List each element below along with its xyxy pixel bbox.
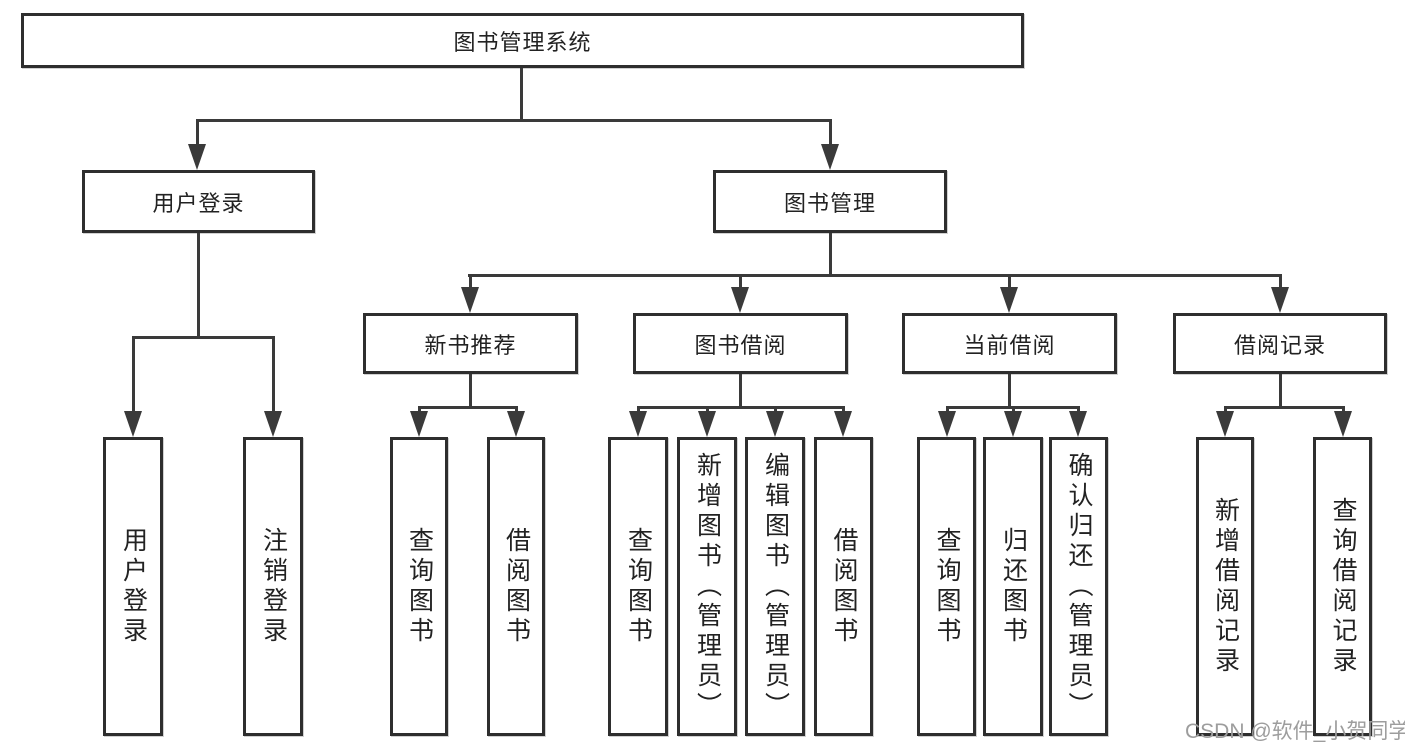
connector-borrow-records-rail xyxy=(1224,406,1344,409)
leaf-borrow-edit-admin: 编辑图书（管理员） xyxy=(745,437,805,736)
arrowhead-bb-add xyxy=(698,411,716,437)
arrowhead-bb-edit xyxy=(766,411,784,437)
connector-drop-leaf-logout xyxy=(272,336,275,416)
leaf-current-query-label: 查询图书 xyxy=(933,526,961,647)
leaf-logout-label: 注销登录 xyxy=(259,526,288,647)
leaf-borrow-borrow-label: 借阅图书 xyxy=(830,526,858,647)
leaf-borrow-borrow: 借阅图书 xyxy=(814,437,873,736)
arrowhead-new-books xyxy=(461,287,479,313)
connector-user-login-stem xyxy=(197,233,200,339)
arrowhead-leaf-logout xyxy=(264,411,282,437)
arrowhead-nb-query xyxy=(410,411,428,437)
leaf-borrow-edit-admin-label: 编辑图书（管理员） xyxy=(761,451,790,722)
arrowhead-bb-borrow xyxy=(834,411,852,437)
leaf-newbooks-query-label: 查询图书 xyxy=(405,526,434,647)
arrowhead-cb-return xyxy=(1004,411,1022,437)
leaf-newbooks-borrow-label: 借阅图书 xyxy=(502,526,531,647)
node-library-system: 图书管理系统 xyxy=(21,13,1024,68)
connector-drop-book-mgmt xyxy=(829,119,832,149)
csdn-watermark: CSDN @软件_小贺同学 xyxy=(1185,720,1405,743)
node-new-books-label: 新书推荐 xyxy=(424,332,517,358)
node-borrow-records: 借阅记录 xyxy=(1173,313,1387,374)
arrowhead-cb-confirm xyxy=(1069,411,1087,437)
connector-book-borrow-stem xyxy=(739,374,742,408)
arrowhead-br-add xyxy=(1216,411,1234,437)
connector-drop-borrow-records xyxy=(1279,274,1282,292)
connector-drop-leaf-login xyxy=(132,336,135,416)
connector-drop-new-books xyxy=(469,274,472,292)
connector-book-borrow-rail xyxy=(637,406,845,409)
leaf-user-login: 用户登录 xyxy=(103,437,163,736)
leaf-newbooks-query: 查询图书 xyxy=(390,437,448,736)
leaf-records-query: 查询借阅记录 xyxy=(1313,437,1372,736)
connector-borrow-records-stem xyxy=(1279,374,1282,408)
arrowhead-nb-borrow xyxy=(507,411,525,437)
connector-book-mgmt-stem xyxy=(829,233,832,277)
leaf-user-login-label: 用户登录 xyxy=(119,526,148,647)
connector-user-login-rail xyxy=(132,336,275,339)
connector-drop-current-borrow xyxy=(1008,274,1011,292)
leaf-records-query-label: 查询借阅记录 xyxy=(1329,496,1357,677)
leaf-borrow-add-admin-label: 新增图书（管理员） xyxy=(693,451,722,722)
node-book-mgmt-label: 图书管理 xyxy=(783,190,876,216)
connector-drop-book-borrow xyxy=(739,274,742,292)
leaf-current-confirm-admin: 确认归还（管理员） xyxy=(1049,437,1108,736)
arrowhead-leaf-login xyxy=(124,411,142,437)
leaf-records-add: 新增借阅记录 xyxy=(1196,437,1254,736)
arrowhead-book-borrow xyxy=(731,287,749,313)
connector-new-books-rail xyxy=(418,406,518,409)
leaf-borrow-add-admin: 新增图书（管理员） xyxy=(677,437,737,736)
arrowhead-borrow-records xyxy=(1271,287,1289,313)
arrowhead-user-login xyxy=(188,144,206,170)
node-book-mgmt: 图书管理 xyxy=(713,170,947,233)
arrowhead-cb-query xyxy=(938,411,956,437)
leaf-current-return-label: 归还图书 xyxy=(999,526,1028,647)
arrowhead-current-borrow xyxy=(1000,287,1018,313)
node-book-borrow-label: 图书借阅 xyxy=(694,332,787,358)
node-current-borrow: 当前借阅 xyxy=(902,313,1117,374)
connector-book-mgmt-rail xyxy=(468,274,1282,277)
leaf-borrow-query-label: 查询图书 xyxy=(624,526,653,647)
arrowhead-br-query xyxy=(1334,411,1352,437)
connector-root-rail xyxy=(196,119,832,122)
node-user-login-label: 用户登录 xyxy=(152,190,245,216)
leaf-current-query: 查询图书 xyxy=(917,437,976,736)
leaf-newbooks-borrow: 借阅图书 xyxy=(487,437,545,736)
node-current-borrow-label: 当前借阅 xyxy=(963,332,1056,358)
arrowhead-book-mgmt xyxy=(821,144,839,170)
connector-current-borrow-stem xyxy=(1008,374,1011,408)
arrowhead-bb-query xyxy=(629,411,647,437)
node-borrow-records-label: 借阅记录 xyxy=(1233,332,1326,358)
connector-new-books-stem xyxy=(469,374,472,408)
leaf-borrow-query: 查询图书 xyxy=(608,437,668,736)
node-book-borrow: 图书借阅 xyxy=(633,313,848,374)
node-new-books: 新书推荐 xyxy=(363,313,578,374)
leaf-records-add-label: 新增借阅记录 xyxy=(1211,496,1240,677)
node-user-login: 用户登录 xyxy=(82,170,315,233)
connector-root-stem xyxy=(520,68,523,122)
leaf-current-return: 归还图书 xyxy=(983,437,1043,736)
node-library-system-label: 图书管理系统 xyxy=(453,29,592,55)
leaf-logout: 注销登录 xyxy=(243,437,303,736)
connector-drop-user-login xyxy=(196,119,199,149)
leaf-current-confirm-admin-label: 确认归还（管理员） xyxy=(1065,451,1093,722)
